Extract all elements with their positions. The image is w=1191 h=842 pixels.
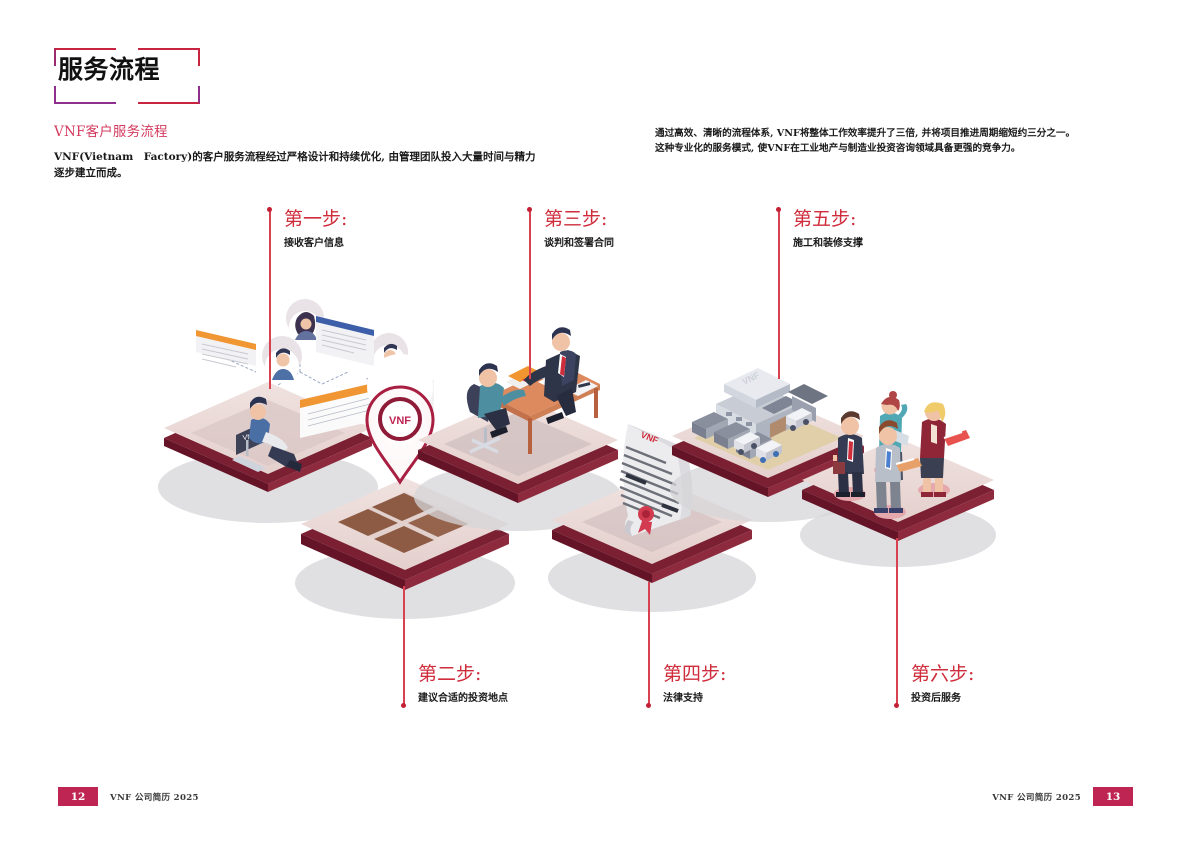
step-callout-1[interactable]: 第一步: 接收客户信息 — [272, 208, 347, 249]
footer-text-left: VNF 公司简历 2025 — [110, 792, 199, 803]
footer-left: 12 VNF 公司简历 2025 — [58, 787, 199, 806]
step-1-title: 第一步: — [284, 208, 348, 230]
intro-right-line-2: 这种专业化的服务模式, 使VNF在工业地产与制造业投资咨询领域具备更强的竞争力。 — [655, 143, 1021, 154]
bracket-bottom-left-decoration — [54, 86, 116, 104]
page-number-left: 12 — [58, 787, 98, 806]
connector-dot — [527, 207, 533, 212]
step-2-title: 第二步: — [418, 663, 482, 685]
connector-step-3 — [527, 207, 533, 379]
step-6-title: 第六步: — [911, 663, 975, 685]
icon-factory-building: VNF — [716, 368, 828, 444]
tile-location: VNF — [295, 354, 515, 619]
page-number-right: 13 — [1093, 787, 1133, 806]
connector-dot — [646, 703, 652, 708]
step-5-title: 第五步: — [793, 208, 857, 230]
icon-standing-consultant — [524, 327, 580, 424]
tile-brand-label: VNF — [242, 433, 257, 442]
step-1-subtitle: 接收客户信息 — [284, 238, 344, 249]
connector-dot — [267, 207, 273, 212]
icon-person-woman-teal — [879, 391, 909, 480]
tile-factory: VNF — [670, 368, 866, 522]
icon-land-plots — [338, 492, 472, 553]
connector-dot — [776, 207, 782, 212]
tile-after-service — [800, 391, 996, 567]
icon-delivery-trucks — [734, 408, 812, 463]
footer-right: VNF 公司简历 2025 13 — [992, 787, 1133, 806]
icon-containers — [692, 412, 772, 459]
icon-seated-client — [466, 363, 526, 454]
step-5-subtitle: 施工和装修支撑 — [793, 238, 863, 249]
connector-dot — [401, 703, 407, 708]
bracket-bottom-right-decoration — [138, 86, 200, 104]
intro-right-line-1: 通过高效、清晰的流程体系, VNF将整体工作效率提升了三倍, 并将项目推进周期缩… — [655, 128, 1076, 139]
step-2-subtitle: 建议合适的投资地点 — [418, 693, 508, 704]
connector-step-6 — [894, 538, 900, 708]
icon-client-workstation: VNF — [232, 396, 302, 472]
icon-person-man-gray — [874, 420, 922, 513]
intro-heading: VNF客户服务流程 — [54, 124, 168, 140]
footer-text-right: VNF 公司简历 2025 — [992, 792, 1081, 803]
intro-right-column: 通过高效、清晰的流程体系, VNF将整体工作效率提升了三倍, 并将项目推进周期缩… — [655, 126, 1125, 156]
step-6-subtitle: 投资后服务 — [911, 693, 961, 704]
connector-step-4 — [646, 582, 652, 708]
connector-step-2 — [401, 586, 407, 708]
icon-location-pin-vnf: VNF — [365, 354, 435, 485]
pin-brand-label: VNF — [389, 415, 411, 427]
connector-step-1 — [267, 207, 273, 389]
icon-person-woman-blonde — [920, 402, 970, 497]
connector-step-5 — [776, 207, 782, 379]
factory-brand-label: VNF — [740, 370, 761, 387]
intro-body-text: VNF(Vietnam Factory)的客户服务流程经过严格设计和持续优化, … — [54, 151, 536, 179]
icon-contract-document: VNF — [619, 424, 693, 536]
step-3-subtitle: 谈判和签署合同 — [544, 238, 614, 249]
tile-client-info: VNF — [158, 299, 434, 523]
connector-dot — [894, 703, 900, 708]
tile-negotiation — [414, 327, 622, 531]
step-callout-2[interactable]: 第二步: 建议合适的投资地点 — [406, 663, 508, 704]
step-4-subtitle: 法律支持 — [663, 693, 703, 704]
step-callout-4[interactable]: 第四步: 法律支持 — [651, 663, 726, 704]
bracket-top-right-decoration — [138, 48, 200, 66]
step-callout-6[interactable]: 第六步: 投资后服务 — [899, 663, 974, 704]
intro-left-column: VNF客户服务流程 VNF(Vietnam Factory)的客户服务流程经过严… — [54, 120, 574, 181]
step-callout-5[interactable]: 第五步: 施工和装修支撑 — [781, 208, 863, 249]
icon-person-businessman — [833, 411, 865, 497]
step-4-title: 第四步: — [663, 663, 727, 685]
page-title: 服务流程 — [58, 55, 161, 84]
step-callout-3[interactable]: 第三步: 谈判和签署合同 — [532, 208, 614, 249]
icon-contact-network — [196, 299, 434, 438]
contract-brand-label: VNF — [639, 430, 660, 446]
step-3-title: 第三步: — [544, 208, 608, 230]
page-title-block: 服务流程 — [54, 48, 200, 104]
icon-meeting-desk — [490, 364, 600, 454]
bracket-top-left-decoration — [54, 48, 116, 66]
tile-contract: VNF — [548, 424, 756, 612]
